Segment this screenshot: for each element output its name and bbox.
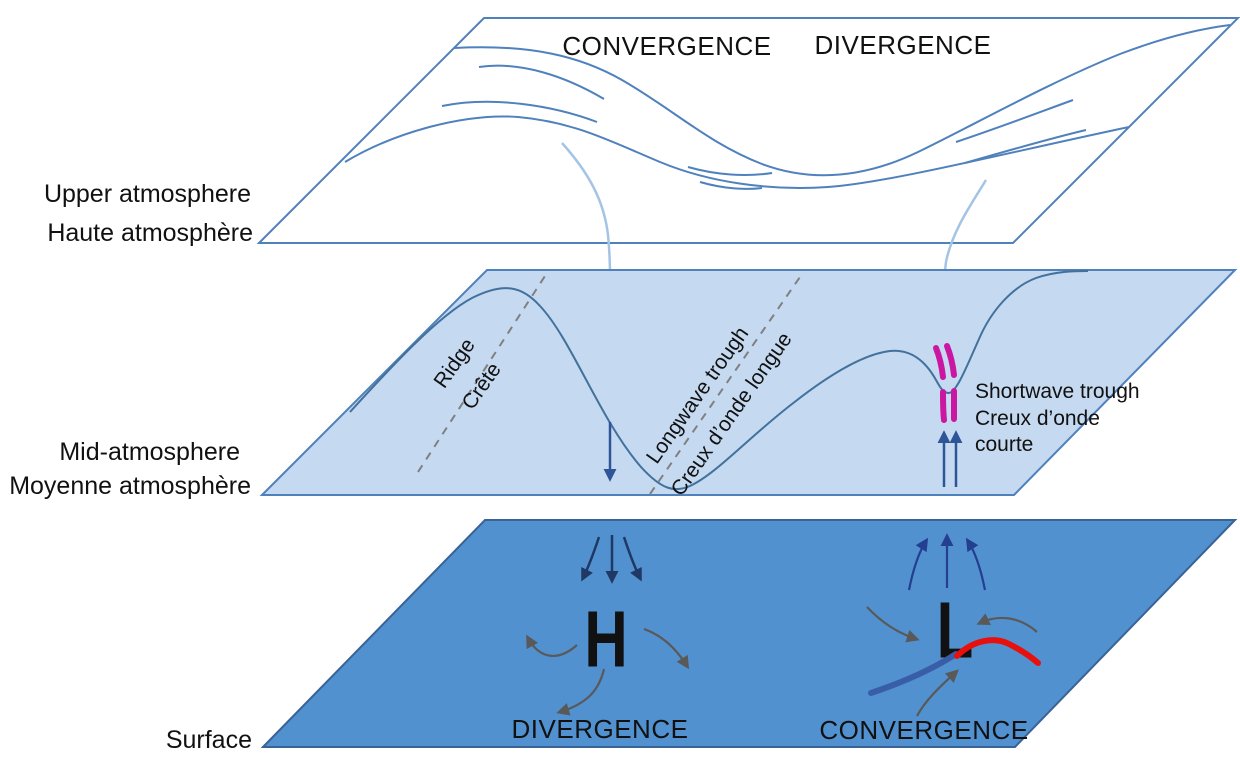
upper-convergence-label: CONVERGENCE (562, 31, 771, 61)
rising-arrows (907, 533, 987, 591)
anticyclonic-outflow-arrows (526, 627, 690, 716)
upper-plane-surface (256, 17, 1240, 244)
surface-plane: H DIVERGENCE L CONVERGENCE (260, 519, 1238, 748)
side-labels: Upper atmosphere Haute atmosphère Mid-at… (9, 180, 253, 754)
subsidence-arrow-right (622, 536, 642, 582)
surface-convergence-label: CONVERGENCE (819, 715, 1028, 745)
mid-atmosphere-label-fr: Moyenne atmosphère (9, 472, 251, 500)
high-pressure-symbol: H (584, 594, 627, 683)
mid-level-flow-line (349, 270, 1089, 491)
jet-streak-segment-3 (687, 166, 773, 176)
jet-stream-band (344, 24, 1231, 190)
jet-streak-segment-6 (964, 129, 1087, 164)
jet-streak-segment-1 (478, 64, 605, 100)
warm-front-line (954, 637, 1041, 666)
cold-front-line (868, 651, 959, 696)
subsidence-arrows (581, 535, 642, 584)
jet-streak-segment-5 (955, 99, 1074, 143)
upper-atmosphere-label-en: Upper atmosphere (44, 180, 251, 208)
inflow-arrow-from-right (976, 613, 1038, 633)
shortwave-trough-marks (933, 343, 958, 423)
inflow-arrow-from-upper-left (866, 606, 920, 643)
shortwave-label-fr-line2: courte (975, 433, 1033, 456)
jet-streak-segment-4 (699, 181, 763, 190)
mid-plane-surface (259, 269, 1238, 496)
outflow-arrow-lower-left (556, 668, 606, 716)
shortwave-mark-2 (944, 343, 957, 378)
outflow-arrow-upper-left (526, 634, 578, 658)
subsidence-arrow-left (581, 536, 601, 582)
jet-streak-segment-2 (441, 100, 598, 123)
shortwave-label-fr-line1: Creux d’onde (975, 407, 1100, 430)
shortwave-label-en: Shortwave trough (975, 380, 1140, 403)
rising-arrow-left (907, 537, 929, 591)
inflow-arrow-from-below (916, 669, 959, 717)
upper-atmosphere-label-fr: Haute atmosphère (47, 219, 253, 247)
shortwave-mark-1 (933, 345, 946, 380)
shortwave-mark-3 (940, 389, 947, 423)
rising-arrow-right (965, 537, 987, 591)
surface-label: Surface (166, 726, 252, 754)
shortwave-trough-label: Shortwave trough Creux d’onde courte (975, 380, 1140, 456)
mid-plane: Ridge Crête Longwave trough Creux d’onde… (259, 269, 1238, 500)
upper-plane: CONVERGENCE DIVERGENCE (256, 17, 1240, 244)
cyclonic-inflow-arrows (866, 606, 1038, 717)
mid-ascent-arrows (937, 430, 963, 487)
outflow-arrow-right (643, 627, 690, 670)
surface-plane-surface (260, 519, 1238, 748)
jet-stream-line-upper (453, 24, 1231, 177)
upper-divergence-label: DIVERGENCE (815, 30, 992, 60)
surface-divergence-label: DIVERGENCE (512, 714, 689, 744)
mid-atmosphere-label-en: Mid-atmosphere (59, 438, 240, 466)
jet-stream-line-lower (344, 115, 1130, 189)
